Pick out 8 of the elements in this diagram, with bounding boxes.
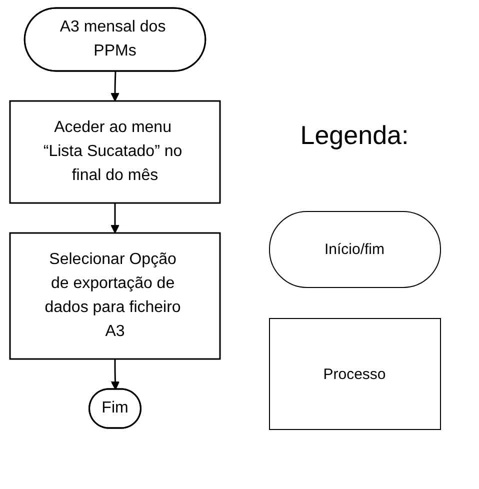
node-box: Aceder ao menu “Lista Sucatado” no final do mês bbox=[9, 100, 221, 204]
process-legend-shape: Processo bbox=[268, 318, 440, 430]
arrow bbox=[110, 359, 120, 390]
arrow bbox=[110, 71, 120, 102]
terminal-legend-shape: Início/fim bbox=[268, 211, 440, 288]
node-box: Selecionar Opção de exportação de dados para ficheiro A3 bbox=[9, 232, 221, 360]
arrow bbox=[110, 203, 120, 234]
legend-heading: Legenda: bbox=[300, 120, 409, 151]
